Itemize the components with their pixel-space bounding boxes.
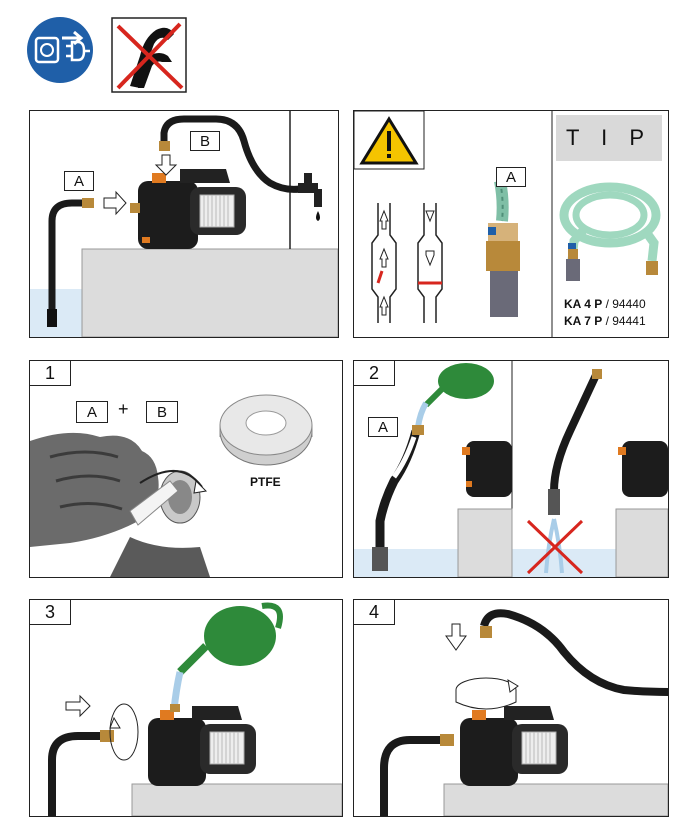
model-name: KA 4 P: [564, 297, 603, 311]
hose-label-a: A: [64, 171, 94, 191]
plus-sign: +: [118, 399, 129, 419]
label-b: B: [146, 401, 178, 423]
unplug-power-icon: [26, 16, 94, 84]
model-row: KA 4 P / 94440: [564, 297, 668, 311]
step-1-panel: 1 A + B PTFE: [29, 360, 343, 578]
warning-tip-panel: A T I P KA 4 P / 94440 KA 7 P / 94441: [353, 110, 669, 338]
step-number: 2: [354, 361, 395, 386]
model-row: KA 7 P / 94441: [564, 314, 668, 328]
step-number: 4: [354, 600, 395, 625]
step-2-panel: 2 A: [353, 360, 669, 578]
model-number: / 94440: [605, 297, 646, 311]
ptfe-tape-label: PTFE: [250, 475, 281, 489]
model-name: KA 7 P: [564, 314, 603, 328]
step-3-panel: 3: [29, 599, 343, 817]
step-number: 3: [30, 600, 71, 625]
hose-label-b: B: [190, 131, 220, 151]
foot-valve-label-a: A: [496, 167, 526, 187]
label-a: A: [368, 417, 398, 437]
step-4-panel: 4: [353, 599, 669, 817]
connection-diagram-panel: A B: [29, 110, 339, 338]
no-pliers-icon: [110, 16, 188, 94]
step-number: 1: [30, 361, 71, 386]
label-a: A: [76, 401, 108, 423]
tip-heading: T I P: [556, 115, 662, 161]
model-number: / 94441: [605, 314, 646, 328]
